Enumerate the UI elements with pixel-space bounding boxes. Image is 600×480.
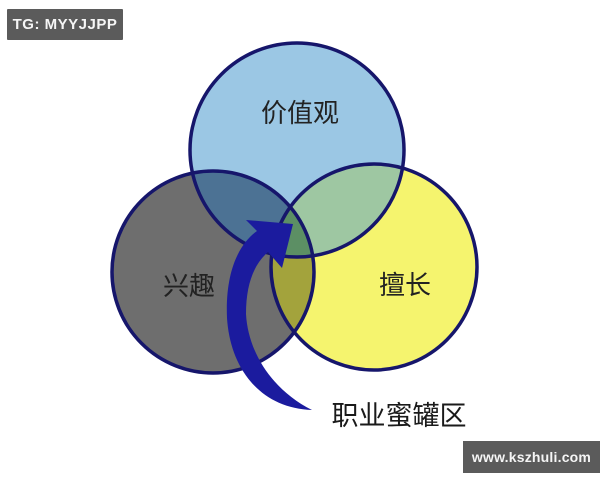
top-left-watermark-badge: TG: MYYJJPP bbox=[7, 9, 123, 40]
curved-arrow bbox=[226, 220, 312, 410]
bottom-right-watermark-badge: www.kszhuli.com bbox=[463, 441, 600, 473]
annotation-label: 职业蜜罐区 bbox=[332, 401, 467, 431]
strengths-circle-outline bbox=[269, 162, 479, 372]
values-strengths-overlap bbox=[271, 164, 404, 257]
strengths-circle-label: 擅长 bbox=[379, 270, 431, 300]
values-circle-label: 价值观 bbox=[261, 98, 339, 128]
interest-circle-label: 兴趣 bbox=[163, 271, 215, 301]
values-circle-outline bbox=[188, 41, 406, 259]
interest-circle-outline bbox=[110, 169, 316, 375]
